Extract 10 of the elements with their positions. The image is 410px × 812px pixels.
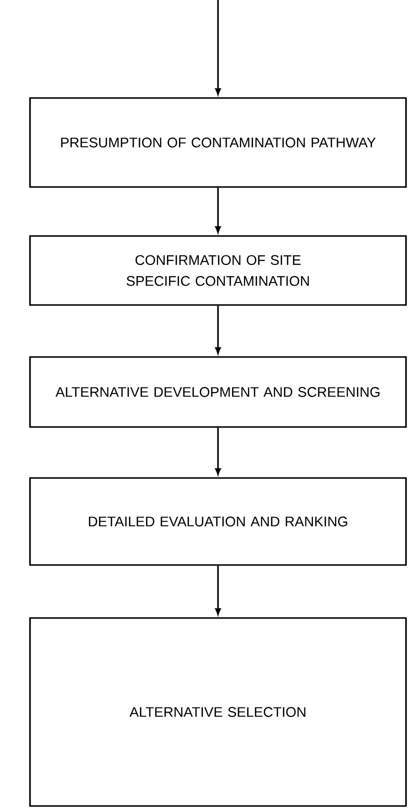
arrow [215, 428, 221, 475]
process-box: DETAILED EVALUATION AND RANKING [29, 477, 407, 566]
process-box: ALTERNATIVE SELECTION [29, 617, 407, 807]
process-box: ALTERNATIVE DEVELOPMENT AND SCREENING [29, 356, 407, 428]
process-box: CONFIRMATION OF SITE SPECIFIC CONTAMINATION [29, 235, 407, 306]
arrow [215, 306, 221, 354]
arrow [215, 188, 221, 233]
process-box: PRESUMPTION OF CONTAMINATION PATHWAY [29, 97, 407, 188]
arrow [215, 0, 221, 95]
arrow [215, 566, 221, 615]
